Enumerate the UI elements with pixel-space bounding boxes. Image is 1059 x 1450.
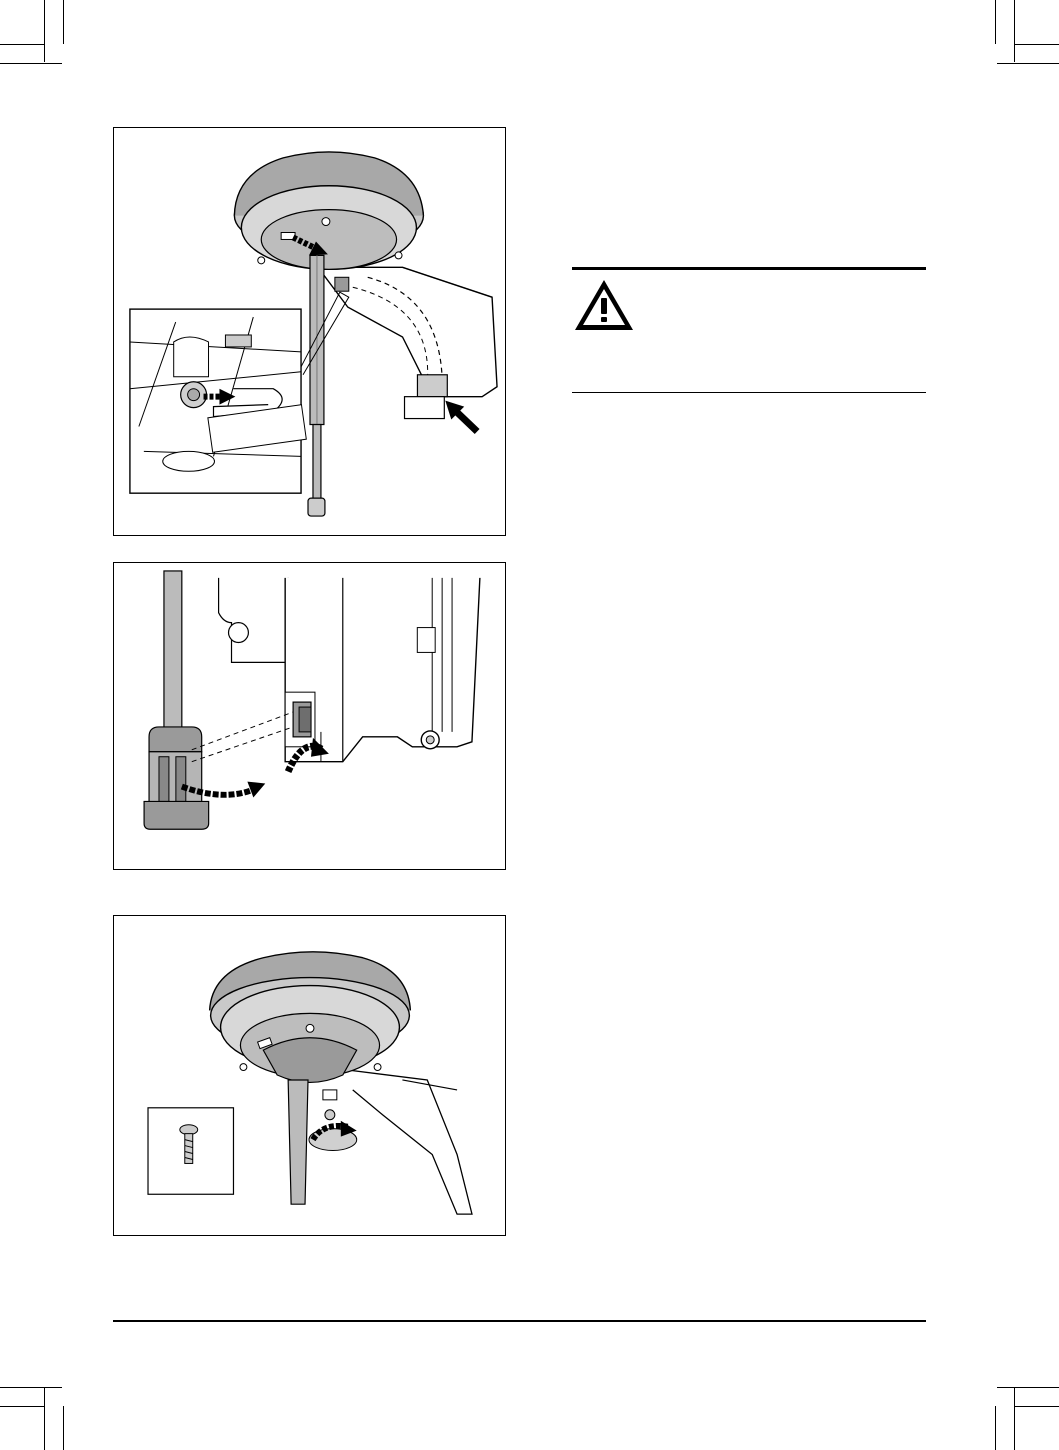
illustration-bracket-removal: [114, 128, 505, 535]
illustration-screw-tighten: [114, 916, 505, 1235]
warning-bottom-rule: [572, 392, 926, 393]
figure-antenna-bracket-removal: [113, 127, 506, 536]
warning-triangle-icon: [572, 277, 636, 333]
illustration-connector-attach: [114, 563, 505, 869]
figure-antenna-screw-tighten: [113, 915, 506, 1236]
warning-top-rule: [572, 267, 926, 270]
footer-rule: [113, 1320, 926, 1322]
figure-antenna-connector-attach: [113, 562, 506, 870]
